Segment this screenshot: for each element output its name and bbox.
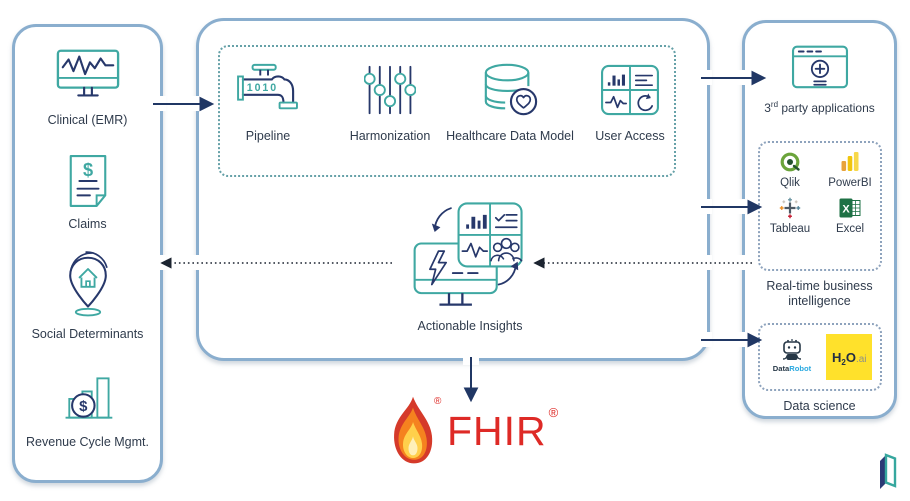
claims-dollar-glyph: $ [82,160,92,180]
datarobot-text-data: Data [773,364,790,373]
fhir-word-registered: ® [548,405,560,420]
data-platform-panel: 1010 Pipeline Harmonization [196,18,710,361]
fhir-flame-registered: ® [434,396,442,407]
data-science-box: DataRobot H2O.ai [758,323,882,391]
excel-x-glyph: X [842,203,850,215]
tool-powerbi: PowerBI [820,151,880,191]
revenue-chart-icon: $ [58,369,118,427]
source-claims: $ Claims [15,153,160,232]
svg-text:DataRobot: DataRobot [773,364,812,373]
capability-user-access: User Access [587,57,673,144]
capability-user-access-label: User Access [595,129,665,143]
capability-harmonization: Harmonization [325,57,455,144]
revenue-dollar-glyph: $ [79,398,88,415]
data-sources-panel: Clinical (EMR) $ Claims [12,24,163,483]
insights-monitor-icon [407,195,533,313]
tool-tableau: Tableau [760,197,820,237]
capability-data-model-label: Healthcare Data Model [446,129,574,143]
third-party-label: 3rd party applications [764,100,875,115]
claims-document-icon: $ [65,153,111,209]
sliders-icon [364,57,416,123]
excel-icon: X [839,197,861,219]
capability-harmonization-label: Harmonization [349,129,431,143]
source-clinical: Clinical (EMR) [15,47,160,128]
location-house-icon [58,249,118,319]
actionable-insights: Actionable Insights [405,195,535,334]
actionable-insights-label: Actionable Insights [417,319,523,333]
source-clinical-label: Clinical (EMR) [47,113,128,127]
tool-qlik-label: Qlik [780,177,800,189]
h2o-o: O [846,350,856,365]
fhir-wordmark: FHIR® [447,405,560,454]
tool-excel-label: Excel [835,222,865,235]
source-revenue: $ Revenue Cycle Mgmt. [15,369,160,450]
tool-tableau-label: Tableau [769,222,811,235]
source-revenue-label: Revenue Cycle Mgmt. [26,435,149,449]
browser-plus-icon [791,39,849,91]
capabilities-box: 1010 Pipeline Harmonization [218,45,676,177]
database-heart-icon [478,57,542,123]
qlik-icon [779,151,801,173]
outputs-panel: 3rd party applications Qlik [742,20,897,419]
capability-pipeline: 1010 Pipeline [224,57,312,144]
monitor-ekg-icon [55,47,121,105]
capability-pipeline-label: Pipeline [245,129,291,143]
datarobot-text-robot: Robot [789,364,811,373]
third-party-applications: 3rd party applications [745,39,894,115]
svg-text:H2O.ai: H2O.ai [832,350,867,367]
dashboard-grid-icon [600,57,660,123]
tool-powerbi-label: PowerBI [828,177,872,189]
h2o-ai-logo: H2O.ai [826,334,872,380]
bi-tools-box: Qlik PowerBI [758,141,882,271]
source-claims-label: Claims [68,217,107,231]
tool-qlik: Qlik [760,151,820,191]
corner-brand-logo [877,449,899,493]
tool-excel: X Excel [820,197,880,237]
tableau-icon [779,197,801,219]
pipeline-bits-text: 1010 [247,82,278,94]
h2o-ai: .ai [856,354,867,365]
fhir-flame-icon [386,392,440,470]
h2o-h: H [832,350,841,365]
data-science-caption: Data science [783,399,856,413]
pipeline-icon: 1010 [231,57,305,123]
bi-caption: Real-time business intelligence [766,279,873,308]
datarobot-logo: DataRobot [768,339,816,377]
capability-data-model: Healthcare Data Model [432,57,588,144]
source-social-label: Social Determinants [31,327,144,341]
powerbi-icon [839,151,861,173]
h2o-sub2: 2 [841,358,846,367]
source-social: Social Determinants [15,249,160,342]
